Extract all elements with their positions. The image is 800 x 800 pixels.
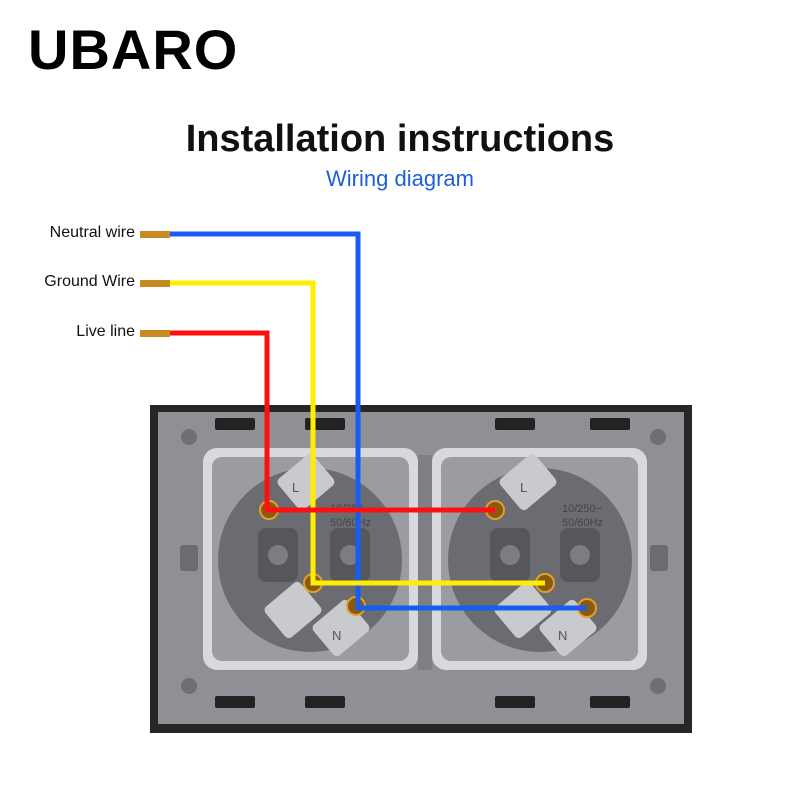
live-line-label: Live line bbox=[76, 323, 135, 340]
terminal-block-live bbox=[499, 453, 557, 511]
side-tab bbox=[650, 545, 668, 571]
pin-hole-inner bbox=[268, 545, 288, 565]
mounting-hole bbox=[181, 678, 197, 694]
rating-text-1: 10/250~ bbox=[562, 503, 602, 515]
mounting-hole bbox=[181, 429, 197, 445]
live-wire-tip bbox=[140, 330, 170, 337]
pin-hole-inner bbox=[570, 545, 590, 565]
terminal-block-ground bbox=[264, 581, 322, 639]
neutral-wire bbox=[170, 231, 587, 611]
neutral-wire-label: Neutral wire bbox=[49, 224, 135, 241]
mounting-hole bbox=[650, 429, 666, 445]
rating-text-2: 50/60Hz bbox=[330, 517, 371, 529]
clip-slot bbox=[215, 418, 255, 430]
neutral-wire-tip bbox=[140, 231, 170, 238]
terminal-label-neutral: N bbox=[558, 628, 567, 643]
center-divider bbox=[418, 455, 432, 670]
clip-slot bbox=[495, 696, 535, 708]
socket-module-right: L N 10/250~ 50/60Hz bbox=[432, 448, 647, 670]
ground-wire-tip bbox=[140, 280, 170, 287]
terminal-block-live bbox=[277, 453, 335, 511]
pin-hole-inner bbox=[340, 545, 360, 565]
terminal-label-neutral: N bbox=[332, 628, 341, 643]
clip-slot bbox=[495, 418, 535, 430]
live-wire bbox=[170, 330, 495, 513]
brand-logo: UBARO bbox=[28, 18, 239, 81]
clip-slot bbox=[590, 696, 630, 708]
side-tab bbox=[180, 545, 198, 571]
page-subtitle: Wiring diagram bbox=[326, 166, 474, 191]
pin-hole-inner bbox=[500, 545, 520, 565]
ground-wire bbox=[170, 280, 545, 586]
terminal-label-live: L bbox=[520, 480, 527, 495]
terminal-label-live: L bbox=[292, 480, 299, 495]
mounting-hole bbox=[650, 678, 666, 694]
wire-tips bbox=[140, 231, 170, 337]
clip-slot bbox=[215, 696, 255, 708]
rating-text-2: 50/60Hz bbox=[562, 517, 603, 529]
ground-wire-label: Ground Wire bbox=[44, 273, 135, 290]
clip-slot bbox=[590, 418, 630, 430]
clip-slot bbox=[305, 696, 345, 708]
page-title: Installation instructions bbox=[185, 118, 615, 160]
